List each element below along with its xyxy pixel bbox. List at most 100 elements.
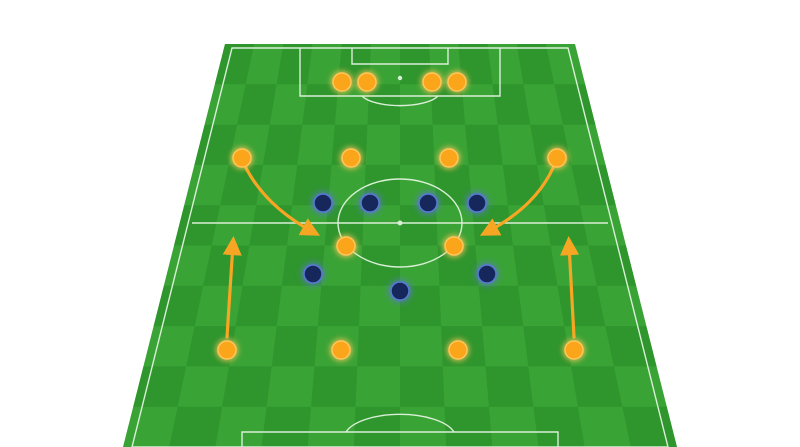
grass-tile <box>502 164 544 206</box>
arrow-right-fullback-overlap <box>560 236 580 339</box>
grass-tile <box>357 326 400 367</box>
grass-tile <box>400 124 435 165</box>
grass-tile <box>605 326 657 367</box>
player-dot <box>547 148 567 168</box>
grass-tile <box>222 366 272 407</box>
player-dot <box>332 72 352 92</box>
player-dot <box>447 72 467 92</box>
grass-tile <box>262 124 303 165</box>
players-layer <box>216 71 585 361</box>
grass-tile <box>516 44 555 85</box>
navy-player-marker[interactable] <box>359 192 381 214</box>
top-goal-box <box>351 48 449 65</box>
player-dot <box>390 281 410 301</box>
player-dot <box>217 340 237 360</box>
grass-tile <box>237 84 277 125</box>
player-dot <box>336 236 356 256</box>
player-dot <box>341 148 361 168</box>
grass-tile <box>324 205 365 246</box>
player-dot <box>564 340 584 360</box>
grass-tile <box>557 285 606 327</box>
grass-tile <box>434 164 472 206</box>
player-dot <box>418 193 438 213</box>
top-penalty-box <box>299 48 501 97</box>
grass-tile <box>533 406 585 447</box>
orange-player-marker[interactable] <box>446 71 468 93</box>
grass-tile <box>133 366 187 407</box>
touchline-boundary <box>131 47 669 447</box>
orange-player-marker[interactable] <box>421 71 443 93</box>
movement-arrows <box>222 164 580 339</box>
navy-player-marker[interactable] <box>466 192 488 214</box>
grass-tile <box>513 245 558 286</box>
navy-player-marker[interactable] <box>476 263 498 285</box>
grass-tile <box>169 406 223 447</box>
grass-tile <box>523 326 572 367</box>
orange-player-marker[interactable] <box>231 147 253 169</box>
player-dot <box>448 340 468 360</box>
grass-tile <box>622 406 677 447</box>
top-penalty-spot <box>397 75 403 81</box>
player-dot <box>477 264 497 284</box>
grass-tile <box>430 84 466 125</box>
grass-tile <box>261 406 312 447</box>
grass-tile <box>444 406 493 447</box>
grass-tile <box>360 245 400 286</box>
orange-player-marker[interactable] <box>443 235 465 257</box>
grass-tile <box>485 366 534 407</box>
grass-tile <box>249 205 293 246</box>
orange-player-marker[interactable] <box>330 339 352 361</box>
orange-player-marker[interactable] <box>546 147 568 169</box>
orange-player-marker[interactable] <box>447 339 469 361</box>
orange-player-marker[interactable] <box>216 339 238 361</box>
pitch-markings <box>131 47 669 447</box>
player-dot <box>303 264 323 284</box>
grass-tile <box>571 366 623 407</box>
player-dot <box>232 148 252 168</box>
player-dot <box>313 193 333 213</box>
grass-tile <box>276 44 313 85</box>
top-penalty-arc <box>361 95 439 107</box>
grass-tile <box>235 285 282 327</box>
orange-player-marker[interactable] <box>331 71 353 93</box>
grass-tile <box>317 285 361 327</box>
grass-tile <box>400 366 445 407</box>
arrow-left-winger-cut-in <box>243 164 321 236</box>
arrow-right-winger-cut-in <box>479 166 555 236</box>
player-dot <box>422 72 442 92</box>
grass-tile <box>302 84 339 125</box>
arrow-left-fullback-overlap <box>222 236 242 339</box>
navy-player-marker[interactable] <box>302 263 324 285</box>
orange-player-marker[interactable] <box>356 71 378 93</box>
orange-player-marker[interactable] <box>563 339 585 361</box>
grass-tile <box>214 44 255 85</box>
bottom-penalty-box <box>241 431 559 447</box>
grass-tile <box>271 326 318 367</box>
bottom-penalty-arc <box>345 413 455 433</box>
navy-player-marker[interactable] <box>312 192 334 214</box>
grass-tile <box>220 164 263 206</box>
grass-tile <box>153 285 204 327</box>
grass-tile <box>311 366 358 407</box>
orange-player-marker[interactable] <box>438 147 460 169</box>
center-spot <box>397 220 403 226</box>
orange-player-marker[interactable] <box>340 147 362 169</box>
player-dot <box>331 340 351 360</box>
grass-tile <box>492 84 531 125</box>
grass-tile <box>437 245 479 286</box>
navy-player-marker[interactable] <box>389 280 411 302</box>
grass-tile <box>353 406 400 447</box>
navy-player-marker[interactable] <box>417 192 439 214</box>
grass-tile <box>465 124 503 165</box>
player-dot <box>360 193 380 213</box>
grass-tile <box>478 285 524 327</box>
orange-player-marker[interactable] <box>335 235 357 257</box>
player-dot <box>357 72 377 92</box>
player-dot <box>439 148 459 168</box>
center-circle <box>337 178 463 268</box>
player-dot <box>444 236 464 256</box>
grass-tile <box>588 245 637 286</box>
grass-tile <box>400 285 442 327</box>
grass-tile <box>458 44 493 85</box>
